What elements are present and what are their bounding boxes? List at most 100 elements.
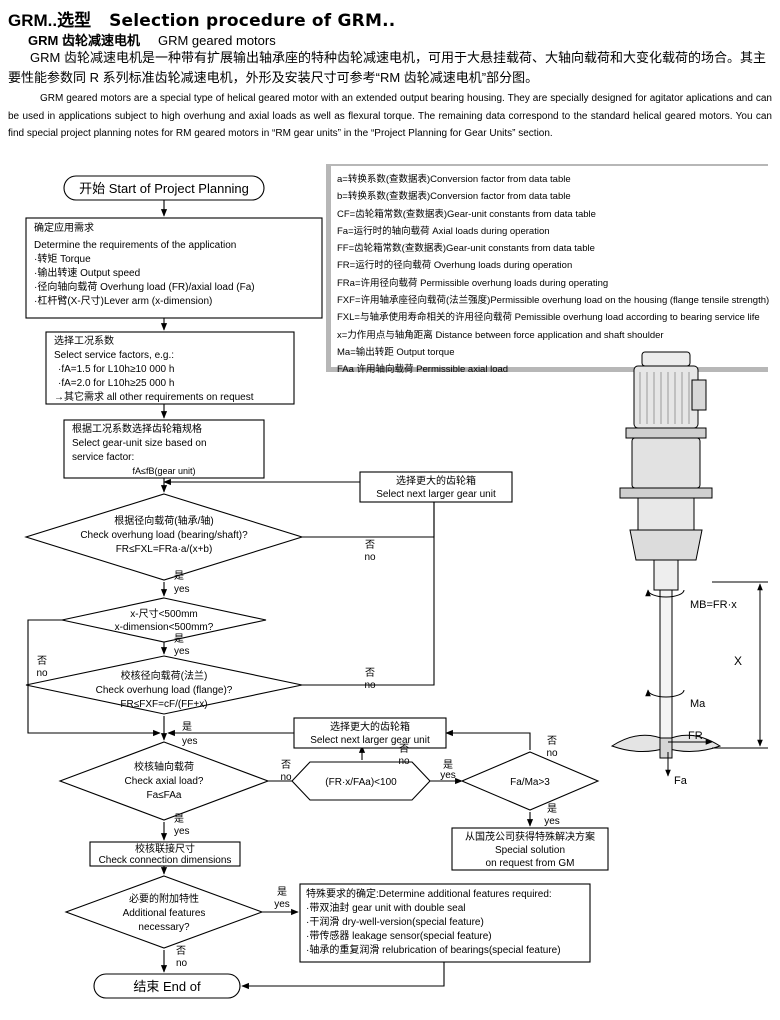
arrow-d3-no (302, 493, 438, 686)
motor-flange (625, 427, 707, 439)
size-line-1: 根据工况系数选择齿轮箱规格 (72, 422, 202, 435)
d6-no-en: no (546, 748, 558, 759)
arrow-d6-no (445, 729, 531, 750)
req-line-5: ·径向轴向载荷 Overhung load (FR)/axial load (F… (34, 280, 255, 293)
d3-no-en: no (364, 680, 376, 691)
d1-yes-cn: 是 (174, 570, 184, 582)
features-line-5: ·轴承的重复润滑 relubrication of bearings(speci… (306, 943, 561, 956)
connection-dimensions-box (89, 841, 241, 867)
d5-yes-cn: 是 (443, 759, 453, 771)
d1-no-cn: 否 (365, 539, 375, 551)
end-terminator (93, 973, 241, 999)
d6-yes-cn: 是 (547, 803, 557, 815)
title-en: Selection procedure of GRM.. (109, 11, 396, 31)
d7-no-en: no (176, 958, 188, 969)
flow-shapes (24, 175, 609, 999)
d7-yes-en: yes (274, 899, 290, 910)
d7-line-2: Additional features (123, 908, 206, 919)
arrow-d2-no-bypass (27, 619, 161, 737)
d4-line-2: Check axial load? (125, 776, 204, 787)
req-line-1: 确定应用需求 (34, 221, 94, 234)
legend-item: CF=齿轮箱常数(查数据表)Gear-unit constants from d… (337, 208, 596, 220)
d5-no-en: no (398, 756, 410, 767)
d2-yes-cn: 是 (174, 633, 184, 645)
d4-line-3: Fa≤FAa (147, 790, 182, 801)
larger-gear-box-1 (359, 471, 513, 503)
fr-label: FR (688, 730, 703, 742)
shaft-coupling (653, 559, 679, 591)
legend-item: FXF=许用轴承座径向载荷(法兰强度)Permissible overhung … (337, 295, 770, 307)
special-line-1: 从国茂公司获得特殊解决方案 (465, 830, 595, 843)
motor-fins (639, 372, 690, 424)
d4-yes-en: yes (174, 826, 190, 837)
terminal-box (691, 379, 707, 411)
mb-moment-arrow (645, 589, 685, 598)
gear-size-box (63, 419, 265, 479)
d2-line-2: x-dimension<500mm? (115, 622, 214, 633)
req-line-3: ·转矩 Torque (34, 252, 91, 265)
features-line-4: ·带传感器 leakage sensor(special feature) (306, 929, 492, 942)
title-cn: GRM..选型 (8, 11, 92, 30)
d4-line-1: 校核轴向载荷 (134, 760, 194, 773)
d4-no-cn: 否 (281, 759, 291, 771)
d3-line-1: 校核径向载荷(法兰) (121, 669, 208, 682)
figure-annotations (645, 581, 768, 777)
d5-label: (FR·x/FAa)<100 (325, 777, 397, 788)
d1-diamond (24, 493, 304, 581)
d3-yes-en: yes (182, 736, 198, 747)
svc-line-2: Select service factors, e.g.: (54, 350, 174, 361)
ma-torque-arrow (645, 689, 685, 698)
legend-item: x=力作用点与轴角距离 Distance between force appli… (337, 329, 664, 341)
page-title: GRM..选型 Selection procedure of GRM.. (8, 6, 395, 31)
d4-yes-cn: 是 (174, 813, 184, 825)
req-line-6: ·杠杆臂(X-尺寸)Lever arm (x-dimension) (34, 294, 212, 307)
d1-line-1: 根据径向载荷(轴承/轴) (114, 514, 213, 527)
end-label: 结束 End of (133, 979, 201, 994)
d2-yes-en: yes (174, 646, 190, 657)
d3-yes-cn: 是 (182, 721, 192, 733)
start-terminator (63, 175, 265, 201)
d2-line-1: x-尺寸<500mm (130, 607, 198, 620)
d7-line-1: 必要的附加特性 (129, 892, 199, 905)
features-box (299, 883, 591, 963)
requirements-box (25, 217, 323, 319)
legend-item: FAa 许用轴向载荷 Permissible axial load (337, 364, 509, 376)
legend-list: a=转换系数(查数据表)Conversion factor from data … (331, 166, 770, 379)
larger1-en: Select next larger gear unit (376, 489, 496, 500)
d6-no-cn: 否 (547, 735, 557, 747)
agitator-figure (610, 351, 722, 759)
larger2-en: Select next larger gear unit (310, 735, 430, 746)
svc-line-5: →其它需求 all other requirements on request (54, 390, 254, 403)
x-dim-label: X (734, 654, 742, 668)
special-line-2: Special solution (495, 845, 565, 856)
d7-no-cn: 否 (176, 945, 186, 957)
d2-no-cn: 否 (37, 655, 47, 667)
intro-en: GRM geared motors are a special type of … (8, 93, 772, 139)
d3-line-2: Check overhung load (flange)? (96, 685, 233, 696)
gearbox-housing (631, 437, 701, 489)
svc-line-4: ·fA=2.0 for L10h≥25 000 h (58, 378, 174, 389)
d4-diamond (58, 741, 270, 821)
special-solution-box (451, 827, 609, 871)
impeller-hub (659, 737, 673, 759)
d5-no-cn: 否 (399, 743, 409, 755)
box4-line-1: 校核联接尺寸 (135, 842, 195, 855)
features-line-1: 特殊要求的确定:Determine additional features re… (306, 887, 552, 900)
mb-label: MB=FR·x (690, 599, 737, 611)
d6-diamond (460, 751, 600, 811)
req-line-2: Determine the requirements of the applic… (34, 240, 236, 251)
size-line-4: fA≤fB(gear unit) (133, 466, 196, 476)
d7-line-3: necessary? (138, 922, 190, 933)
d1-yes-en: yes (174, 584, 190, 595)
svc-line-1: 选择工况系数 (54, 334, 114, 347)
fa-label: Fa (674, 775, 688, 787)
req-line-4: ·输出转速 Output speed (34, 266, 140, 279)
symbol-legend: a=转换系数(查数据表)Conversion factor from data … (326, 164, 769, 375)
size-line-3: service factor: (72, 452, 134, 463)
d1-no-en: no (364, 552, 376, 563)
d6-label: Fa/Ma>3 (510, 777, 550, 788)
motor-fan-cover (641, 351, 691, 367)
d2-no-en: no (36, 668, 48, 679)
legend-item: FXL=与轴承使用寿命相关的许用径向载荷 Pemissible overhung… (337, 312, 760, 324)
